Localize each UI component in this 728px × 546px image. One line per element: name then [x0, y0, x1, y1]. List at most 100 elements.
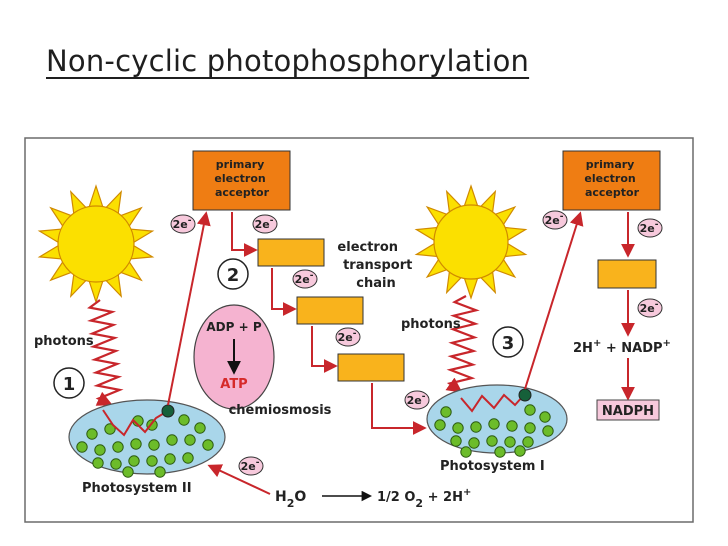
oxygen-subscript: 2	[415, 497, 423, 510]
oxygen-half: 1/2 O	[377, 490, 415, 505]
etc-label-line-3: chain	[356, 276, 395, 291]
pigment-molecule	[470, 421, 482, 433]
acceptor-1-line-3: acceptor	[215, 186, 270, 199]
nadp-name: + NADP	[601, 341, 662, 356]
pigment-molecule	[506, 420, 518, 432]
pigment-molecule	[486, 435, 498, 447]
electron-badge-bg	[335, 327, 361, 347]
pigment-molecule	[450, 435, 462, 447]
electron-badge-label: 2e-	[173, 216, 192, 231]
pigment-molecule	[524, 422, 536, 434]
arrow-etc1-to-etc2	[271, 268, 297, 316]
sun-disc	[433, 204, 509, 280]
electron-count: 2e	[640, 222, 655, 235]
reaction-center-p680	[161, 404, 175, 418]
arrow-ps2-to-acceptor	[167, 211, 211, 406]
etc-label-line-2: transport	[343, 258, 412, 273]
electron-badge-4: 2e-	[335, 327, 361, 347]
electron-badge-8: 2e-	[637, 218, 663, 238]
electron-count: 2e	[545, 214, 560, 227]
electron-badge-bg	[637, 298, 663, 318]
pigment-molecule	[539, 411, 551, 423]
atp-label: ATP	[220, 377, 247, 392]
electron-badge-9: 2e-	[637, 298, 663, 318]
electron-charge: -	[353, 329, 357, 339]
pigment-molecule	[166, 434, 178, 446]
pigment-molecule	[94, 444, 106, 456]
pigment-molecule	[184, 434, 196, 446]
electron-charge: -	[560, 212, 564, 222]
electron-charge: -	[270, 216, 274, 226]
electron-badge-label: 2e-	[255, 216, 274, 231]
nadp-2h: 2H	[573, 341, 593, 356]
pigment-molecule	[110, 458, 122, 470]
nadp-plus-superscript-1: +	[593, 338, 601, 349]
pigment-molecule	[434, 419, 446, 431]
water-formula: H2O	[275, 489, 306, 510]
pigment-molecule	[514, 445, 526, 457]
electron-badge-bg	[170, 214, 196, 234]
pigment-molecule	[488, 418, 500, 430]
step-3-circle	[492, 326, 524, 358]
pigment-molecule	[468, 437, 480, 449]
electron-badge-1: 2e-	[170, 214, 196, 234]
svg-text:electron transport cha: electron transport chain	[337, 240, 416, 291]
electron-charge: -	[655, 300, 659, 310]
pigment-molecule	[104, 423, 116, 435]
acceptor-2-line-3: acceptor	[585, 186, 640, 199]
step-2-number: 2	[227, 265, 240, 286]
pigment-molecule	[452, 422, 464, 434]
electron-count: 2e	[255, 218, 270, 231]
photon-arrow-1	[87, 299, 124, 406]
acceptor-2-line-2: electron	[584, 172, 635, 185]
photosystem-1-label: Photosystem I	[440, 459, 545, 474]
water-o: O	[294, 489, 306, 505]
oxygen-protons: + 2H	[423, 490, 463, 505]
water-h: H	[275, 489, 287, 505]
step-2-circle	[217, 258, 249, 290]
electron-charge: -	[188, 216, 192, 226]
electron-count: 2e	[640, 302, 655, 315]
pigment-molecule	[504, 436, 516, 448]
pigment-molecule	[440, 406, 452, 418]
electron-charge: -	[310, 271, 314, 281]
arrow-etc3-to-ps1	[371, 383, 427, 435]
pigment-molecule	[524, 404, 536, 416]
electron-badge-label: 2e-	[545, 212, 564, 227]
reaction-center-p700	[518, 388, 532, 402]
step-3-number: 3	[502, 333, 515, 354]
sun-1	[37, 184, 155, 304]
chemiosmosis-label: chemiosmosis	[229, 403, 332, 418]
transport-box-3	[337, 353, 405, 382]
photons-label-2: photons	[401, 317, 461, 332]
electron-badges: 2e-2e-2e-2e-2e-2e-2e-2e-2e-	[170, 210, 663, 476]
pigment-molecule	[122, 466, 134, 478]
nadp-equation: 2H+ + NADP+	[573, 338, 671, 356]
svg-text:primary electron accep: primary electron acceptor	[214, 158, 269, 199]
electron-badge-bg	[542, 210, 568, 230]
electron-badge-bg	[252, 214, 278, 234]
electron-charge: -	[422, 392, 426, 402]
pigment-molecule	[148, 439, 160, 451]
photosystem-2-label: Photosystem II	[82, 481, 192, 496]
primary-acceptor-2-box	[562, 150, 661, 211]
pigment-molecule	[460, 446, 472, 458]
arrow-water-to-ps2	[207, 464, 271, 495]
acceptor-1-line-1: primary	[216, 158, 265, 171]
arrow-etc2-to-etc3	[311, 326, 338, 373]
step-1-number: 1	[63, 374, 76, 395]
svg-text:primary electron accep: primary electron acceptor	[584, 158, 639, 199]
water-subscript: 2	[287, 497, 295, 510]
photosystem-2-excitation	[102, 409, 167, 437]
transport-box-2	[296, 296, 364, 325]
pigment-molecule	[86, 428, 98, 440]
nadp-plus-superscript-2: +	[663, 338, 671, 349]
sun-disc	[57, 205, 135, 283]
photon-arrow-2	[445, 295, 480, 393]
adp-p-label: ADP + P	[206, 320, 261, 334]
acceptor-2-line-1: primary	[586, 158, 635, 171]
electron-badge-label: 2e-	[241, 458, 260, 473]
pigment-molecule	[494, 446, 506, 458]
electron-charge: -	[256, 458, 260, 468]
electron-badge-3: 2e-	[292, 269, 318, 289]
